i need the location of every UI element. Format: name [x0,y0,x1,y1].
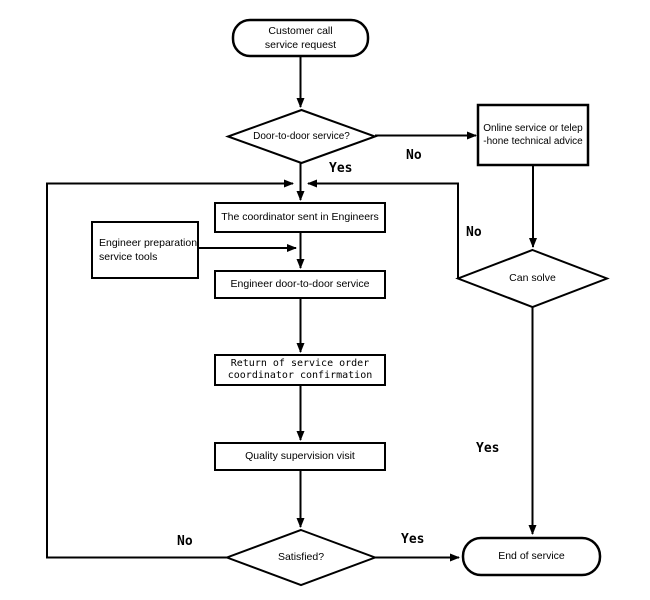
online-service-shape [476,103,590,167]
start-terminal-shape [231,18,370,58]
end-terminal-shape [461,536,602,577]
coordinator-shape [214,202,386,233]
return-order-shape [214,354,386,386]
edge-satisfied-no-return [46,179,294,559]
door-decision-shape [225,108,378,165]
engineer-visit-shape [214,270,386,299]
quality-visit-shape [214,442,386,471]
satisfied-decision-shape [224,528,378,587]
preparation-shape [91,221,199,279]
edge-cansolve-no-return [307,179,459,279]
cansolve-decision-shape [455,248,610,309]
